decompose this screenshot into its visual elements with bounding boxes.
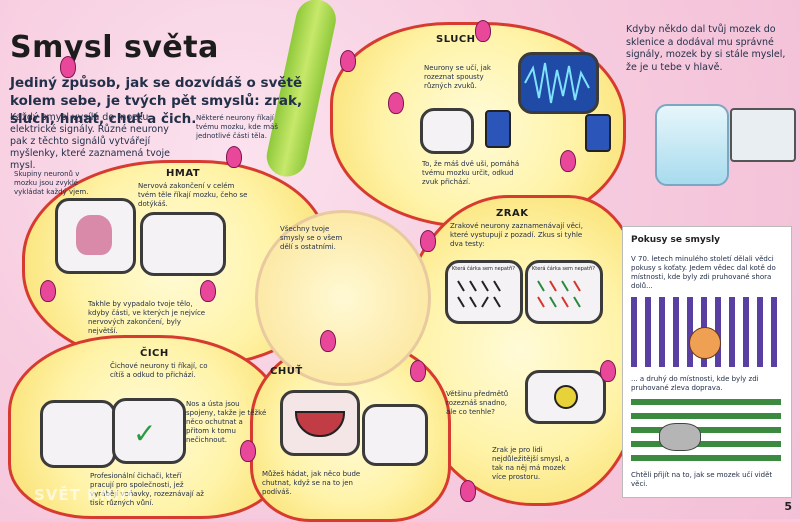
vertical-stripes-room <box>631 297 781 367</box>
zrak-object-frame <box>525 370 606 424</box>
lobe-center <box>255 210 431 386</box>
hmat-heading: HMAT <box>166 168 201 179</box>
speaker-icon-right <box>585 114 611 152</box>
watermark: SVĚT KNIH <box>34 486 134 504</box>
neuron-character <box>226 146 242 168</box>
horizontal-stripes-room <box>631 395 781 461</box>
label-some-neurons: Některé neurony říkají tvému mozku, kde … <box>196 114 278 140</box>
cich-text1: Čichové neurony ti říkají, co cítíš a od… <box>110 362 208 379</box>
intro-text: Jediný způsob, jak se dozvídáš o světě k… <box>10 75 303 127</box>
chut-food-frame <box>362 404 428 466</box>
neuron-character <box>60 56 76 78</box>
zrak-text3: Zrak je pro lidi nejdůležitější smysl, a… <box>492 446 570 481</box>
cich-picture-frame-2: ✓ <box>112 398 186 464</box>
sluch-text1: Neurony se učí, jak rozeznat spousty růz… <box>424 64 491 90</box>
zrak-heading: ZRAK <box>496 208 529 219</box>
neuron-character <box>40 280 56 302</box>
object-icon <box>554 385 578 409</box>
zrak-test2-frame: Která čárka sem nepatří? <box>525 260 603 324</box>
neuron-character <box>200 280 216 302</box>
sluch-waveform-frame <box>518 52 599 114</box>
label-nose-mouth: Nos a ústa jsou spojeny, takže je těžké … <box>186 400 267 444</box>
zrak-test1-frame: Která čárka sem nepatří? <box>445 260 523 324</box>
neuron-character <box>460 480 476 502</box>
cich-heading: ČICH <box>140 348 169 359</box>
lines-color-icon <box>537 280 581 308</box>
page-number: 5 <box>784 500 792 513</box>
neuron-character <box>410 360 426 382</box>
neuron-character <box>340 50 356 72</box>
panel-heading: Pokusy se smysly <box>631 235 721 245</box>
neuron-character <box>320 330 336 352</box>
hmat-text1: Nervová zakončení v celém tvém těle říka… <box>138 182 248 208</box>
zrak-test1-label: Která čárka sem nepatří? <box>452 266 516 272</box>
cich-text2: Profesionální čichači, kteří pracují pro… <box>90 472 204 507</box>
sluch-speaker-frame <box>420 108 474 154</box>
jar-caption: Kdyby někdo dal tvůj mozek do sklenice a… <box>626 24 786 73</box>
label-taste-dream: Můžeš hádat, jak něco bude chutnat, když… <box>262 470 361 496</box>
neuron-character <box>475 20 491 42</box>
chut-mouth-frame <box>280 390 360 456</box>
hmat-picture-frame <box>55 198 136 274</box>
brain-jar-icon <box>655 104 729 186</box>
mouth-icon <box>295 411 345 437</box>
check-icon: ✓ <box>133 417 157 450</box>
neuron-character <box>240 440 256 462</box>
speaker-icon <box>485 110 511 148</box>
neuron-character <box>420 230 436 252</box>
body-paragraph: Každý smysl vysílá do mozku elektrické s… <box>10 112 171 171</box>
label-all-senses: Všechny tvoje smysly se o všem dělí s os… <box>280 225 343 251</box>
neuron-character <box>600 360 616 382</box>
kitten-icon <box>689 327 721 359</box>
kitten-icon-2 <box>659 423 701 451</box>
zrak-text1: Zrakové neurony zaznamenávají věci, kter… <box>450 222 583 248</box>
hand-icon <box>76 215 112 255</box>
label-nerve-neurons: Skupiny neuronů v mozku jsou zvyklé vykl… <box>14 170 89 196</box>
zrak-test2-label: Která čárka sem nepatří? <box>532 266 596 272</box>
sluch-text2: To, že máš dvě uši, pomáhá tvému mozku u… <box>422 160 520 186</box>
waveform-icon <box>524 62 590 104</box>
panel-text1: V 70. letech minulého století dělali věd… <box>631 255 776 290</box>
panel-text3: Chtěli přijít na to, jak se mozek učí vi… <box>631 471 773 488</box>
neuron-character <box>388 92 404 114</box>
lines-icon <box>457 280 501 308</box>
zrak-text2: Většinu předmětů rozeznáš snadno, ale co… <box>446 390 509 416</box>
chut-heading: CHUŤ <box>270 366 303 377</box>
panel-text2: ... a druhý do místnosti, kde byly zdi p… <box>631 375 759 392</box>
page-title: Smysl světa <box>10 30 219 65</box>
neuron-character <box>560 150 576 172</box>
hmat-body-frame <box>140 212 226 276</box>
experiments-panel: Pokusy se smysly V 70. letech minulého s… <box>622 226 792 498</box>
sluch-heading: SLUCH <box>436 34 476 45</box>
computer-icon <box>730 108 796 162</box>
hmat-text2: Takhle by vypadalo tvoje tělo, kdyby čás… <box>88 300 206 335</box>
cich-picture-frame <box>40 400 116 468</box>
